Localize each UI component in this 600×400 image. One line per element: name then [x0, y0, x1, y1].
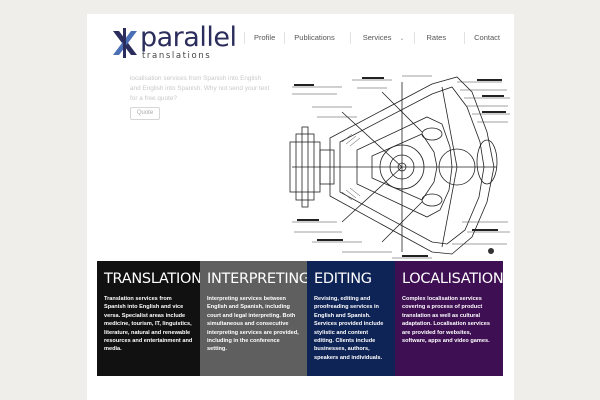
logo-tagline: translations	[142, 51, 212, 61]
service-text: Interpreting services between English an…	[207, 296, 299, 353]
logo-wordmark: parallel	[140, 22, 237, 53]
logo-mark-icon	[113, 28, 137, 58]
nav-item-rates[interactable]: Rates	[413, 32, 465, 44]
nav-item-publications[interactable]: Publications	[284, 32, 349, 44]
logo[interactable]: parallel translations	[111, 22, 237, 62]
nav-item-profile[interactable]: Profile	[244, 32, 284, 44]
services-section: TRANSLATION Translation services from Sp…	[97, 261, 504, 376]
quote-button[interactable]: Quote	[130, 107, 160, 120]
main-nav: Profile Publications Services ⌄ Rates Con…	[244, 32, 509, 52]
nav-item-services-label: Services	[362, 33, 392, 42]
engineering-blueprint-image	[289, 75, 510, 259]
service-title: TRANSLATION	[104, 271, 202, 287]
service-title: EDITING	[314, 271, 372, 287]
service-title: LOCALISATION	[402, 271, 504, 287]
service-text: Translation services from Spanish into E…	[104, 296, 193, 353]
service-box-editing[interactable]: EDITING Revising, editing and proofreadi…	[307, 261, 395, 376]
service-text: Revising, editing and proofreading servi…	[314, 296, 384, 361]
site-header: parallel translations Profile Publicatio…	[87, 14, 514, 72]
nav-item-contact[interactable]: Contact	[464, 32, 509, 44]
page-container: parallel translations Profile Publicatio…	[87, 14, 514, 400]
nav-item-services[interactable]: Services ⌄	[349, 32, 414, 44]
hero-slider: localisation services from Spanish into …	[87, 72, 514, 261]
slider-dot[interactable]	[488, 248, 494, 254]
service-box-localisation[interactable]: LOCALISATION Complex localisation servic…	[395, 261, 504, 376]
service-title: INTERPRETING	[207, 271, 310, 287]
service-text: Complex localisation services covering a…	[402, 296, 490, 345]
service-box-translation[interactable]: TRANSLATION Translation services from Sp…	[97, 261, 202, 376]
hero-text: localisation services from Spanish into …	[130, 75, 270, 102]
chevron-down-icon: ⌄	[399, 36, 405, 42]
service-box-interpreting[interactable]: INTERPRETING Interpreting services betwe…	[200, 261, 310, 376]
